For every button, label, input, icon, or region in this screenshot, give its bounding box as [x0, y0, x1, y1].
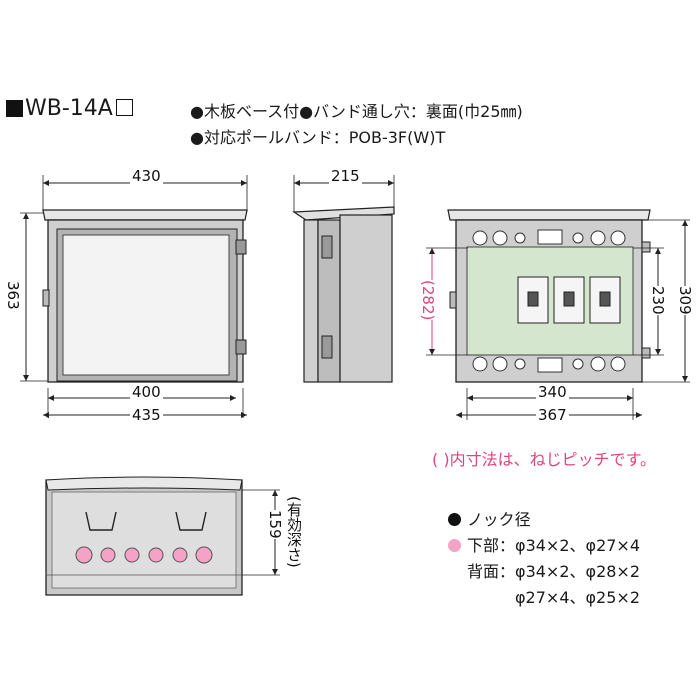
front-view	[20, 175, 248, 418]
bottom-knockout-values: φ34×2、φ27×4	[515, 536, 641, 555]
interior-outer-width-label: 367	[536, 406, 569, 424]
back-knockout-values-1: φ34×2、φ28×2	[515, 562, 641, 581]
side-depth-label: 215	[329, 167, 362, 185]
front-inner-width-label: 400	[130, 383, 163, 401]
bottom-view	[45, 476, 280, 596]
open-square-icon	[115, 99, 133, 116]
back-knockout-label: 背面：	[467, 562, 516, 581]
back-knockout-values-2: φ27×4、φ25×2	[515, 588, 641, 607]
pitch-height-label: (282)	[419, 280, 437, 321]
front-height-label: 363	[4, 281, 22, 310]
black-square-icon	[6, 100, 23, 117]
bottom-depth-note: (有効深さ)	[285, 496, 303, 568]
interior-view	[426, 209, 690, 420]
interior-inner-height-label: 230	[649, 286, 667, 315]
front-width-label: 430	[130, 167, 163, 185]
bottom-depth-label: 159	[266, 510, 284, 539]
side-view	[292, 175, 395, 383]
bottom-knockout-label: 下部：	[467, 536, 516, 555]
knockout-info: ノック径 下部：φ34×2、φ27×4 背面：φ34×2、φ28×2 φ27×4…	[448, 507, 640, 611]
spec-line-2: ●対応ポールバンド：POB-3F(W)T	[190, 128, 446, 147]
pitch-note: ( )内寸法は、ねじピッチです。	[432, 450, 656, 469]
model-title: WB-14A	[6, 96, 133, 121]
interior-inner-width-label: 340	[536, 383, 569, 401]
knockout-title: ノック径	[467, 510, 531, 529]
pink-dot-icon	[448, 539, 461, 552]
front-outer-width-label: 435	[130, 406, 163, 424]
interior-outer-height-label: 309	[676, 286, 694, 315]
black-dot-icon	[448, 513, 461, 526]
spec-line-1: ●木板ベース付●バンド通し穴：裏面(巾25㎜)	[190, 102, 523, 121]
model-name: WB-14A	[25, 96, 113, 121]
